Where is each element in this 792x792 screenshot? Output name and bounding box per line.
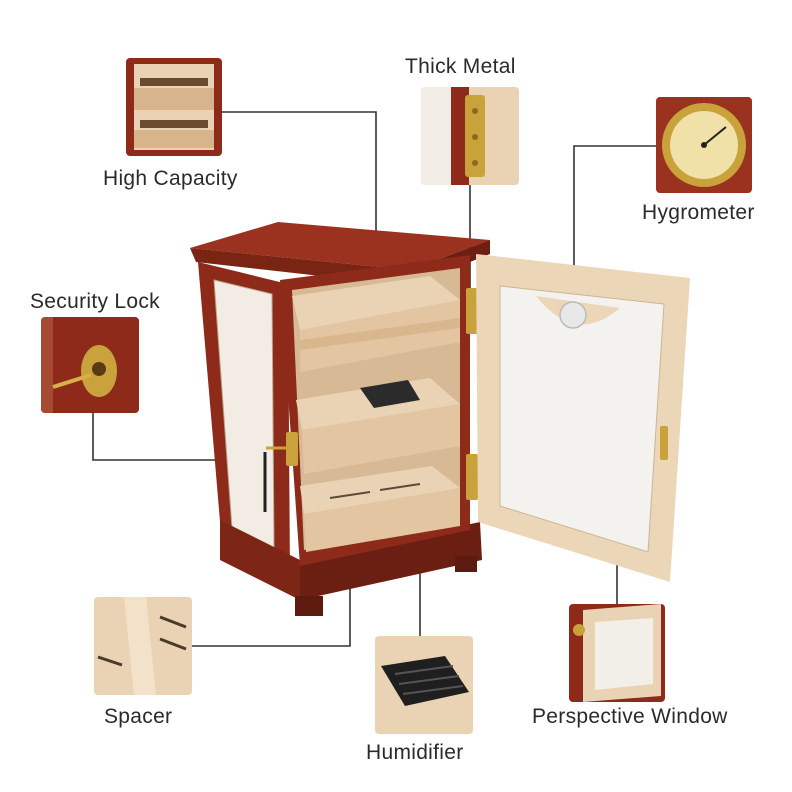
hinge-top — [466, 288, 478, 334]
line-security-lock — [92, 405, 272, 461]
perspective-window-thumbnail — [569, 604, 665, 702]
lock-image — [41, 317, 139, 413]
cabinet-top — [190, 222, 490, 270]
shelf-middle — [296, 378, 460, 474]
humidifier-thumbnail — [375, 636, 473, 734]
hygrometer-thumbnail — [656, 97, 752, 193]
hygrometer-image — [656, 97, 752, 193]
label-hygrometer: Hygrometer — [642, 201, 755, 224]
front-lock — [286, 432, 298, 466]
security-lock-thumbnail — [41, 317, 139, 413]
thick-metal-thumbnail — [421, 87, 519, 185]
line-hygrometer — [573, 145, 660, 305]
hinge-image — [421, 87, 519, 185]
label-spacer: Spacer — [104, 705, 173, 728]
label-thick-metal: Thick Metal — [405, 55, 516, 78]
hinge-bottom — [466, 454, 478, 500]
high-capacity-thumbnail — [126, 58, 222, 156]
label-humidifier: Humidifier — [366, 741, 464, 764]
label-security-lock: Security Lock — [30, 290, 160, 313]
cabinet-base — [220, 520, 300, 600]
humidifier-tray — [360, 380, 420, 408]
label-high-capacity: High Capacity — [103, 167, 238, 190]
humidifier-image — [375, 636, 473, 734]
shelf-bottom — [300, 466, 460, 552]
spacer-thumbnail — [94, 597, 192, 695]
window-image — [569, 604, 665, 702]
shelves-image — [126, 58, 222, 156]
spacer-image — [94, 597, 192, 695]
shelf-top — [292, 276, 460, 372]
door-hygrometer — [559, 301, 587, 329]
door-glass — [499, 285, 665, 553]
label-perspective-window: Perspective Window — [532, 705, 728, 728]
